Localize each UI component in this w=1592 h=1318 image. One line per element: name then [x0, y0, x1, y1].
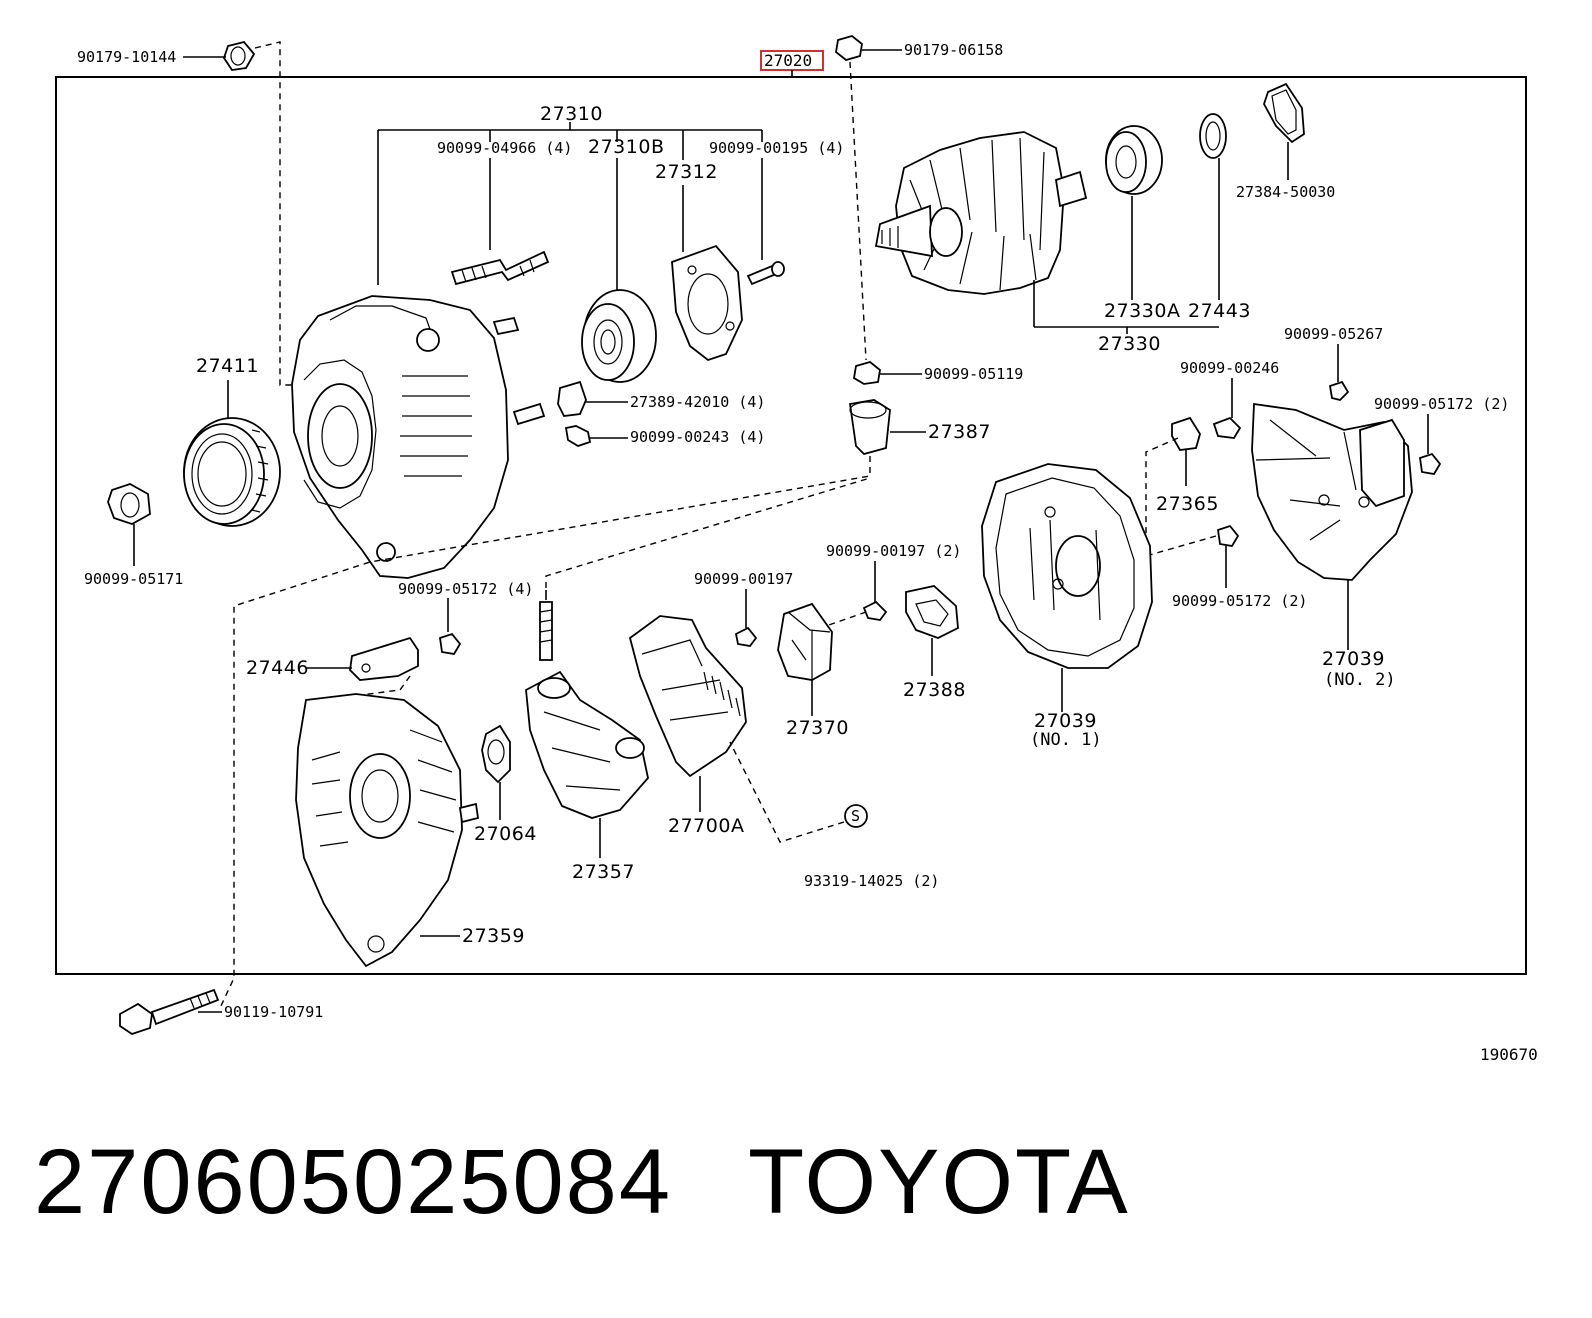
rotor-assembly[interactable]: [874, 131, 1088, 295]
footer-brand: TOYOTA: [748, 1131, 1130, 1233]
insulator-27388[interactable]: [905, 585, 959, 639]
label-s[interactable]: S: [851, 807, 860, 825]
label-27330A[interactable]: 27330A: [1104, 300, 1180, 322]
label-90099-00195[interactable]: 90099-00195 (4): [709, 139, 844, 157]
nut-90099-05172-right[interactable]: [1419, 452, 1442, 475]
label-27064[interactable]: 27064: [474, 823, 537, 845]
rectifier-end-frame-27359[interactable]: [295, 693, 480, 968]
washer-27443[interactable]: [1199, 113, 1227, 159]
label-27310[interactable]: 27310: [540, 103, 603, 125]
label-90099-05119[interactable]: 90099-05119: [924, 365, 1023, 383]
diagram-frame: [55, 76, 1527, 975]
label-27357[interactable]: 27357: [572, 861, 635, 883]
footer-part-number: 270605025084: [34, 1131, 672, 1233]
label-27359[interactable]: 27359: [462, 925, 525, 947]
nut-90179-06158[interactable]: [835, 35, 863, 61]
rectifier-end-frame-27039-no1[interactable]: [981, 463, 1153, 669]
label-no2[interactable]: (NO. 2): [1324, 670, 1396, 690]
terminal-insulator-27389-42010[interactable]: [557, 380, 587, 417]
label-27443[interactable]: 27443: [1188, 300, 1251, 322]
label-90099-05267[interactable]: 90099-05267: [1284, 325, 1383, 343]
screw-90099-00243[interactable]: [564, 425, 592, 447]
assembly-label[interactable]: 27020: [764, 51, 812, 70]
label-27384-50030[interactable]: 27384-50030: [1236, 183, 1335, 201]
label-90099-05172-2-top[interactable]: 90099-05172 (2): [1374, 395, 1509, 413]
insulator-27387[interactable]: [848, 399, 891, 456]
label-90179-10144[interactable]: 90179-10144: [77, 48, 176, 66]
label-90179-06158[interactable]: 90179-06158: [904, 41, 1003, 59]
drawing-code: 190670: [1480, 1045, 1538, 1064]
nut-90099-05172-four[interactable]: [439, 632, 462, 655]
label-90099-05172-2-lower[interactable]: 90099-05172 (2): [1172, 592, 1307, 610]
drive-end-frame-27310[interactable]: [291, 295, 546, 579]
label-90099-04966[interactable]: 90099-04966 (4): [437, 139, 572, 157]
nut-90099-05172-lower[interactable]: [1217, 524, 1240, 547]
label-90099-00197[interactable]: 90099-00197: [694, 570, 793, 588]
screw-90099-00195[interactable]: [746, 261, 785, 286]
label-27388[interactable]: 27388: [903, 679, 966, 701]
label-90099-05171[interactable]: 90099-05171: [84, 570, 183, 588]
brush-holder-27370[interactable]: [777, 602, 833, 681]
label-27310B[interactable]: 27310B: [588, 136, 664, 158]
bolt-90119-10791[interactable]: [119, 988, 220, 1035]
label-93319-14025[interactable]: 93319-14025 (2): [804, 872, 939, 890]
bearing-27310B[interactable]: [581, 289, 657, 383]
label-27312[interactable]: 27312: [655, 161, 718, 183]
nut-90099-05267[interactable]: [1328, 380, 1350, 401]
label-90099-00243[interactable]: 90099-00243 (4): [630, 428, 765, 446]
stud-bolt-90099-04966[interactable]: [450, 250, 550, 286]
nut-90099-05171[interactable]: [107, 483, 151, 525]
pulley-27411[interactable]: [183, 417, 281, 527]
label-27387[interactable]: 27387: [928, 421, 991, 443]
label-90119-10791[interactable]: 90119-10791: [224, 1003, 323, 1021]
label-27370[interactable]: 27370: [786, 717, 849, 739]
label-90099-00246[interactable]: 90099-00246: [1180, 359, 1279, 377]
voltage-regulator-27700A[interactable]: [628, 615, 747, 778]
screw-90099-00197-pair[interactable]: [862, 600, 888, 621]
label-27389-42010[interactable]: 27389-42010 (4): [630, 393, 765, 411]
rectifier-27357[interactable]: [525, 601, 649, 819]
label-27446[interactable]: 27446: [246, 657, 309, 679]
label-no1[interactable]: (NO. 1): [1030, 730, 1102, 750]
label-27700A[interactable]: 27700A: [668, 815, 744, 837]
label-27330[interactable]: 27330: [1098, 333, 1161, 355]
label-27039-no1[interactable]: 27039: [1034, 710, 1097, 732]
screw-90099-00246[interactable]: [1212, 416, 1242, 439]
washer-27064[interactable]: [481, 724, 511, 784]
label-90099-00197-2[interactable]: 90099-00197 (2): [826, 542, 961, 560]
label-27411[interactable]: 27411: [196, 355, 259, 377]
nut-90179-10144[interactable]: [223, 40, 256, 71]
terminal-27365[interactable]: [1171, 416, 1201, 451]
retainer-plate-27312[interactable]: [671, 244, 743, 362]
rear-end-cover-27039-no2[interactable]: [1251, 402, 1413, 581]
label-27039-no2[interactable]: 27039: [1322, 648, 1385, 670]
bearing-27330A[interactable]: [1105, 125, 1163, 195]
screw-s-marker[interactable]: [844, 804, 868, 828]
nut-90099-05119[interactable]: [853, 361, 881, 385]
label-27365[interactable]: 27365: [1156, 493, 1219, 515]
cover-27384-50030[interactable]: [1263, 82, 1305, 144]
bracket-27446[interactable]: [349, 636, 419, 681]
label-90099-05172-4[interactable]: 90099-05172 (4): [398, 580, 533, 598]
screw-90099-00197[interactable]: [734, 626, 758, 647]
